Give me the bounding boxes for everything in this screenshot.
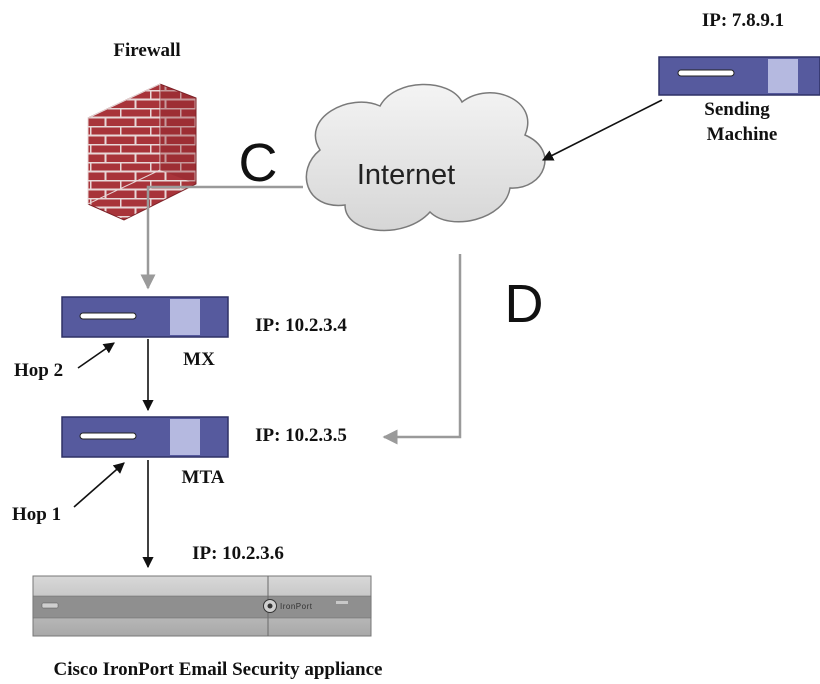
mx-label: MX — [183, 349, 215, 370]
internet-label: Internet — [357, 159, 455, 191]
appliance-brand-text: IronPort — [280, 602, 313, 611]
hop2-label: Hop 2 — [14, 360, 63, 381]
firewall-label: Firewall — [113, 40, 180, 61]
hop1-arrow — [73, 462, 125, 508]
sending-machine-label-line2: Machine — [707, 124, 778, 145]
sending-machine-label-line1: Sending — [704, 99, 770, 120]
path-d-connector — [382, 254, 462, 445]
mx-ip-label: IP: 10.2.3.4 — [255, 315, 347, 336]
firewall-icon — [87, 83, 197, 221]
path-c-label: C — [239, 133, 278, 193]
internet-cloud: Internet — [305, 83, 546, 232]
path-c-connector — [140, 185, 303, 290]
mta-ip-label: IP: 10.2.3.5 — [255, 425, 347, 446]
appliance-label: Cisco IronPort Email Security appliance — [54, 659, 383, 680]
sending-ip-label: IP: 7.8.9.1 — [702, 10, 784, 31]
hop2-arrow — [77, 342, 115, 369]
mta-label: MTA — [182, 467, 225, 488]
mta-server-icon — [61, 416, 229, 458]
mx-server-icon — [61, 296, 229, 338]
sending-to-internet-arrow — [541, 99, 663, 161]
path-d-label: D — [505, 274, 544, 334]
hop1-label: Hop 1 — [12, 504, 61, 525]
sending-machine-server-icon — [658, 56, 820, 96]
appliance-ip-label: IP: 10.2.3.6 — [192, 543, 284, 564]
ironport-appliance-icon: IronPort — [32, 575, 372, 637]
